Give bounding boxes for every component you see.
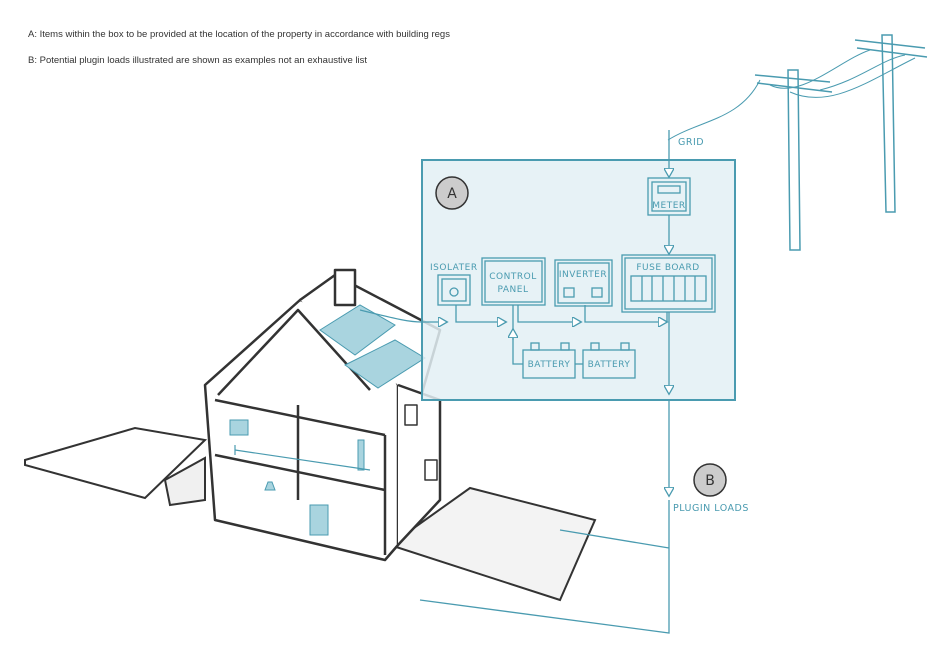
- note-b: B: Potential plugin loads illustrated ar…: [28, 55, 368, 66]
- utility-poles: [667, 34, 928, 251]
- fuse-board-label: FUSE BOARD: [636, 263, 699, 273]
- control-panel-label-2: PANEL: [498, 285, 529, 295]
- battery-2-label: BATTERY: [588, 360, 631, 370]
- marker-a: [435, 176, 469, 210]
- meter-label: METER: [652, 201, 685, 211]
- control-panel-label-1: CONTROL: [489, 272, 536, 282]
- battery-1-label: BATTERY: [528, 360, 571, 370]
- marker-b-label: B: [705, 473, 715, 489]
- inverter-label: INVERTER: [559, 270, 607, 280]
- property-equipment-box: A: [359, 130, 736, 634]
- grid-label: GRID: [678, 137, 704, 148]
- isolater: [437, 274, 471, 306]
- marker-a-label: A: [447, 186, 457, 202]
- marker-b: [693, 463, 727, 497]
- isolater-label: ISOLATER: [430, 263, 478, 273]
- inverter: [554, 259, 613, 307]
- appliances: [229, 419, 365, 536]
- plugin-loads-label: PLUGIN LOADS: [673, 503, 749, 514]
- note-a: A: Items within the box to be provided a…: [28, 29, 450, 40]
- ground: [24, 426, 597, 602]
